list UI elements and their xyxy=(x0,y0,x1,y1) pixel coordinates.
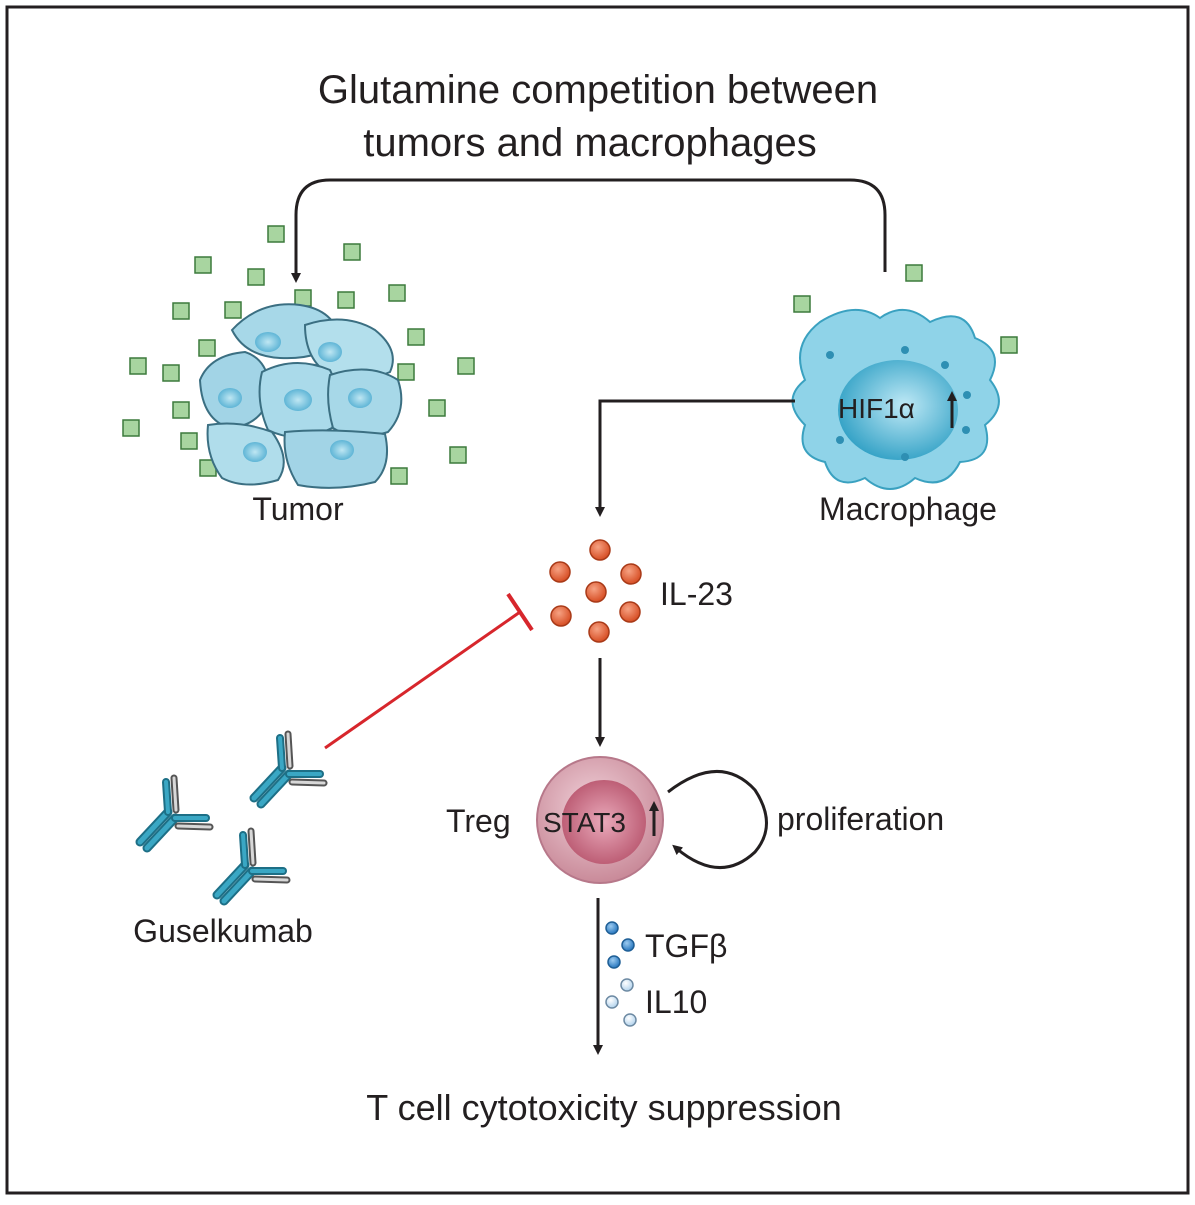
glutamine-square xyxy=(337,291,355,309)
glutamine-square xyxy=(198,339,216,357)
proliferation-loop-arrow xyxy=(667,770,768,869)
glutamine-square xyxy=(194,256,212,274)
glutamine-square xyxy=(397,363,415,381)
title-line-2: tumors and macrophages xyxy=(363,121,817,165)
macrophage-label: Macrophage xyxy=(819,491,997,527)
glutamine-square xyxy=(267,225,285,243)
il23-dot xyxy=(620,563,642,585)
glutamine-square xyxy=(388,284,406,302)
il23-dot xyxy=(549,561,571,583)
il10-label: IL10 xyxy=(645,984,707,1020)
il23-dot xyxy=(588,621,610,643)
il23-dot xyxy=(585,581,607,603)
antibody-icon xyxy=(135,774,214,853)
competition-arrow xyxy=(291,178,887,283)
glutamine-square xyxy=(905,264,923,282)
figure-border xyxy=(5,5,1190,1195)
guselkumab-antibodies xyxy=(135,730,328,906)
il23-cluster xyxy=(549,539,642,643)
glutamine-square xyxy=(224,301,242,319)
glutamine-square xyxy=(247,268,265,286)
guselkumab-label: Guselkumab xyxy=(133,913,313,949)
macrophage-to-il23-arrow xyxy=(595,399,795,517)
hif1a-label: HIF1α xyxy=(838,393,915,424)
il23-dot xyxy=(619,601,641,623)
treg-label: Treg xyxy=(446,803,511,839)
tgfb-molecules xyxy=(605,921,635,969)
outcome-label: T cell cytotoxicity suppression xyxy=(366,1087,842,1128)
title-line-1: Glutamine competition between xyxy=(318,68,878,112)
glutamine-square xyxy=(129,357,147,375)
glutamine-square xyxy=(1000,336,1018,354)
glutamine-square xyxy=(793,295,811,313)
glutamine-square xyxy=(172,401,190,419)
il23-dot xyxy=(589,539,611,561)
glutamine-square xyxy=(428,399,446,417)
tumor-cell-cluster xyxy=(198,303,403,489)
stat3-label: STAT3 xyxy=(543,807,626,838)
glutamine-square xyxy=(294,289,312,307)
glutamine-square xyxy=(457,357,475,375)
glutamine-molecules xyxy=(122,225,1018,485)
il10-molecules xyxy=(605,978,637,1027)
inhibition-bar xyxy=(324,592,534,750)
tumor-label: Tumor xyxy=(252,491,344,527)
glutamine-square xyxy=(180,432,198,450)
macrophage-cell xyxy=(791,308,1000,490)
glutamine-square xyxy=(122,419,140,437)
treg-cell xyxy=(536,756,664,884)
il23-dot xyxy=(550,605,572,627)
glutamine-square xyxy=(343,243,361,261)
glutamine-square xyxy=(407,328,425,346)
glutamine-square xyxy=(449,446,467,464)
glutamine-square xyxy=(162,364,180,382)
antibody-icon xyxy=(212,827,291,906)
glutamine-square xyxy=(172,302,190,320)
tgfb-label: TGFβ xyxy=(645,928,727,964)
antibody-icon xyxy=(249,730,328,809)
glutamine-square xyxy=(390,467,408,485)
il23-label: IL-23 xyxy=(660,576,733,612)
proliferation-label: proliferation xyxy=(777,801,944,837)
